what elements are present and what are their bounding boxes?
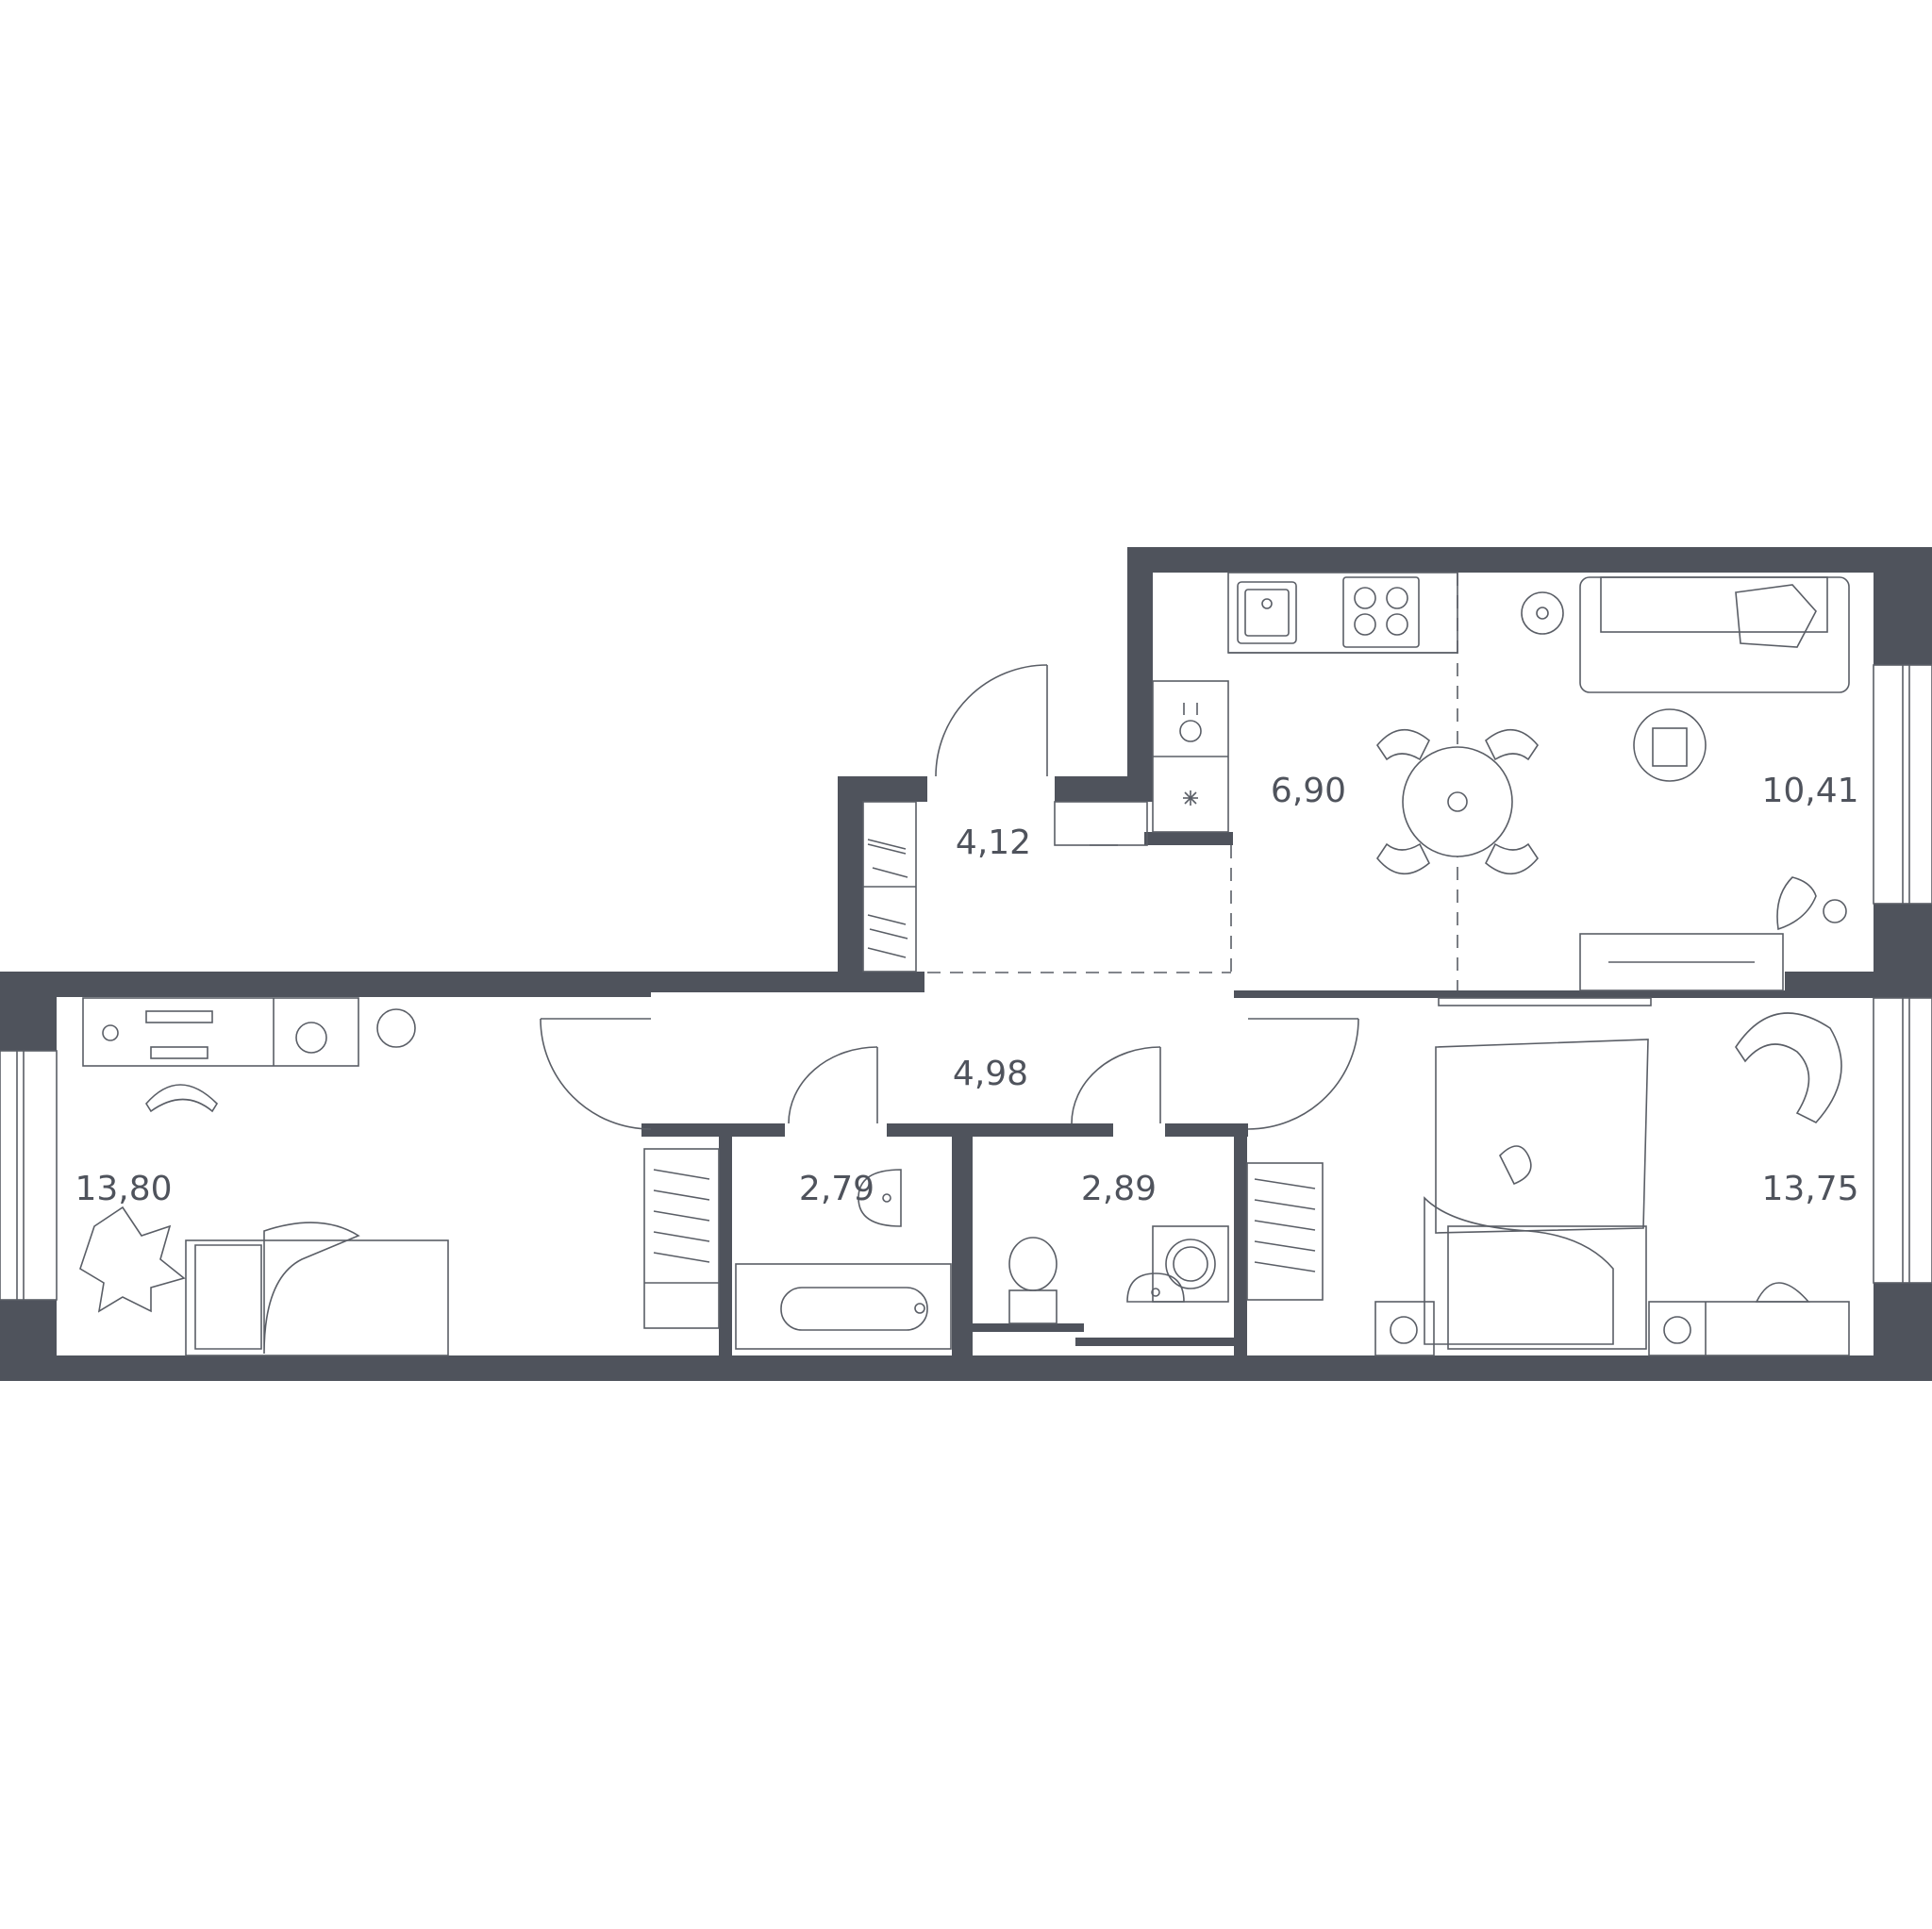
washing-machine-icon <box>1152 1225 1229 1303</box>
armchair-icon <box>1735 1012 1842 1123</box>
wardrobe-icon <box>643 801 1324 1329</box>
walls <box>0 547 1932 1381</box>
dishwasher-icon <box>1179 703 1202 742</box>
bed-icon <box>1374 1039 1850 1356</box>
bed-icon <box>185 1222 449 1356</box>
washbasin-icon <box>858 1169 1185 1303</box>
area-label-kitchen: 6,90 <box>1271 772 1346 810</box>
plant-icon <box>79 1206 186 1313</box>
plant-icon <box>1776 876 1847 931</box>
area-label-corridor: 4,98 <box>953 1055 1028 1093</box>
door-icon <box>540 664 1359 1130</box>
area-label-bathroom: 2,79 <box>799 1170 874 1208</box>
fridge-icon <box>1183 790 1198 806</box>
sink-icon <box>1237 581 1297 644</box>
desk-icon <box>82 997 416 1113</box>
coffee-table-icon <box>1521 591 1707 782</box>
area-label-bedroom-left: 13,80 <box>75 1170 172 1208</box>
cooktop-icon <box>1342 576 1420 648</box>
area-label-bedroom-right: 13,75 <box>1761 1170 1858 1208</box>
kitchen-furniture <box>1152 572 1458 833</box>
sofa-icon <box>1579 576 1850 693</box>
area-label-toilet: 2,89 <box>1081 1170 1157 1208</box>
window-icon <box>0 664 1932 1301</box>
area-label-living: 10,41 <box>1761 772 1858 810</box>
dining-table-icon <box>1376 728 1539 875</box>
room-labels: 13,80 4,12 4,98 2,79 2,89 6,90 10,41 13,… <box>75 772 1858 1208</box>
zone-dividers <box>927 573 1458 990</box>
area-label-hall-top: 4,12 <box>956 823 1031 862</box>
toilet-icon <box>1008 1237 1058 1324</box>
tv-stand-icon <box>1438 933 1784 1006</box>
bathtub-icon <box>735 1263 952 1350</box>
